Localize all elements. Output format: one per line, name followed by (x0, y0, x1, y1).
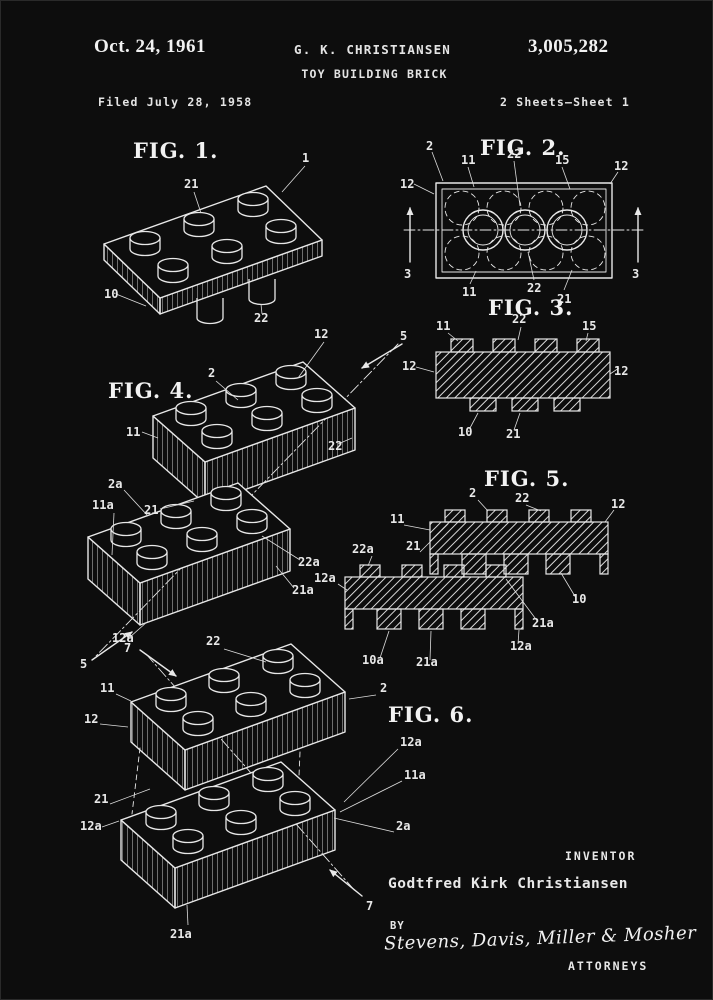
ref-numeral: 2a (108, 477, 122, 491)
fig3-drawing (435, 338, 611, 412)
filing-date: Filed July 28, 1958 (98, 95, 253, 109)
ref-numeral: 22 (206, 634, 220, 648)
ref-numeral: 12a (112, 631, 134, 645)
ref-numeral: 12a (80, 819, 102, 833)
ref-numeral: 12a (510, 639, 532, 653)
ref-numeral: 15 (582, 319, 596, 333)
ref-numeral: 7 (124, 641, 131, 655)
ref-numeral: 11 (436, 319, 450, 333)
ref-numeral: 5 (400, 329, 407, 343)
patent-title: TOY BUILDING BRICK (301, 67, 448, 81)
fig1-drawing (103, 185, 323, 325)
fig6-upper-brick (130, 643, 346, 791)
fig5-title: FIG. 5. (484, 466, 569, 491)
ref-numeral: 21a (416, 655, 438, 669)
ref-numeral: 11 (461, 153, 475, 167)
fig4-leader-lines (111, 341, 353, 638)
ref-numeral: 22 (507, 147, 521, 161)
ref-numeral: 11 (100, 681, 114, 695)
ref-numeral: 12 (314, 327, 328, 341)
inventor-name: Godtfred Kirk Christiansen (388, 876, 628, 892)
ref-numeral: 22 (527, 281, 541, 295)
attorneys-label: ATTORNEYS (568, 959, 649, 973)
ref-numeral: 12 (84, 712, 98, 726)
ref-numeral: 2 (469, 486, 476, 500)
patent-date: Oct. 24, 1961 (94, 36, 207, 57)
ref-numeral: 12 (402, 359, 416, 373)
fig6-title: FIG. 6. (388, 702, 473, 727)
fig2-title: FIG. 2. (480, 135, 565, 160)
ref-numeral: 12 (400, 177, 414, 191)
fig1-title: FIG. 1. (133, 138, 218, 163)
fig3-leader-lines (415, 326, 620, 431)
ref-numeral: 11a (404, 768, 426, 782)
ref-numeral: 22a (298, 555, 320, 569)
fig6-lower-brick (120, 761, 336, 909)
ref-numeral: 21a (292, 583, 314, 597)
fig1-leader-lines (115, 165, 306, 315)
ref-numeral: 3 (632, 267, 639, 281)
ref-numeral: 22a (352, 542, 374, 556)
ref-numeral: 22 (328, 439, 342, 453)
ref-numeral: 1 (302, 151, 309, 165)
ref-numeral: 11 (126, 425, 140, 439)
fig5-upper-section (429, 509, 609, 575)
ref-numeral: 11a (92, 498, 114, 512)
ref-numeral: 2 (380, 681, 387, 695)
fig2-leader-lines (413, 151, 619, 291)
fig4-upper-brick (152, 361, 356, 505)
ref-numeral: 3 (404, 267, 411, 281)
ref-numeral: 7 (366, 899, 373, 913)
ref-numeral: 10 (458, 425, 472, 439)
ref-numeral: 15 (555, 153, 569, 167)
ref-numeral: 21 (144, 503, 158, 517)
fig2-drawing (403, 182, 645, 279)
ref-numeral: 12a (400, 735, 422, 749)
ref-numeral: 12 (611, 497, 625, 511)
fig5-leader-lines (337, 499, 615, 661)
ref-numeral: 22 (515, 491, 529, 505)
fig4-title: FIG. 4. (108, 378, 193, 403)
ref-numeral: 11 (390, 512, 404, 526)
ref-numeral: 12 (614, 159, 628, 173)
ref-numeral: 10a (362, 653, 384, 667)
fig6-leader-lines (99, 648, 403, 926)
ref-numeral: 21 (184, 177, 198, 191)
ref-numeral: 2 (208, 366, 215, 380)
fig4-lower-brick (87, 482, 291, 626)
by-label: BY (390, 920, 405, 932)
patent-number: 3,005,282 (528, 36, 609, 57)
ref-numeral: 10 (104, 287, 118, 301)
ref-numeral: 12a (314, 571, 336, 585)
ref-numeral: 22 (254, 311, 268, 325)
inventor-label: INVENTOR (565, 849, 637, 863)
ref-numeral: 22 (512, 312, 526, 326)
ref-numeral: 12 (614, 364, 628, 378)
ref-numeral: 10 (572, 592, 586, 606)
ref-numeral: 21 (557, 292, 571, 306)
ref-numeral: 21 (94, 792, 108, 806)
ref-numeral: 11 (462, 285, 476, 299)
ref-numeral: 2a (396, 819, 410, 833)
ref-numeral: 5 (80, 657, 87, 671)
fig3-title: FIG. 3. (488, 295, 573, 320)
ref-numeral: 21 (406, 539, 420, 553)
ref-numeral: 21a (170, 927, 192, 941)
ref-numeral: 21 (506, 427, 520, 441)
sheet-indicator: 2 Sheets—Sheet 1 (500, 95, 630, 109)
ref-numeral: 21a (532, 616, 554, 630)
ref-numeral: 2 (426, 139, 433, 153)
inventor-abbreviation: G. K. CHRISTIANSEN (293, 42, 452, 57)
fig5-lower-section (344, 564, 524, 630)
